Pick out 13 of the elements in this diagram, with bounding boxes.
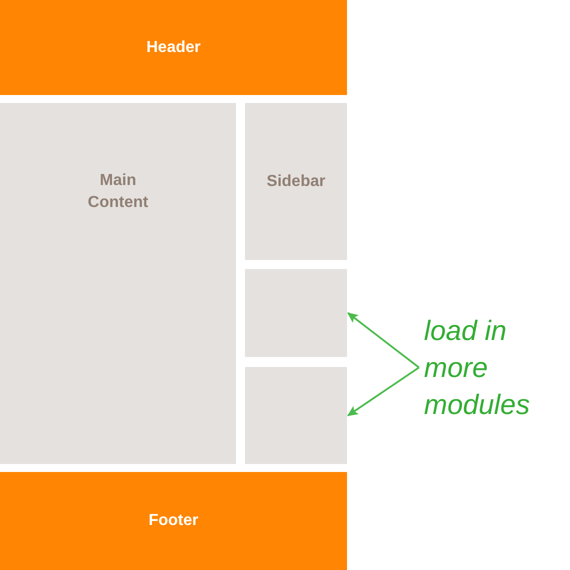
sidebar-panel [245,103,347,260]
module-box [245,269,347,357]
header-region [0,0,347,95]
panel-label: Main Content [86,171,150,213]
footer-region [0,472,347,570]
panel-label: Sidebar [266,172,326,192]
arrow [347,366,420,416]
handwritten-note: load in more modules [420,312,545,423]
region-label: Header [146,38,201,58]
arrow [347,312,420,368]
content-panel [0,103,236,464]
region-label: Footer [148,511,198,531]
module-box [245,367,347,464]
